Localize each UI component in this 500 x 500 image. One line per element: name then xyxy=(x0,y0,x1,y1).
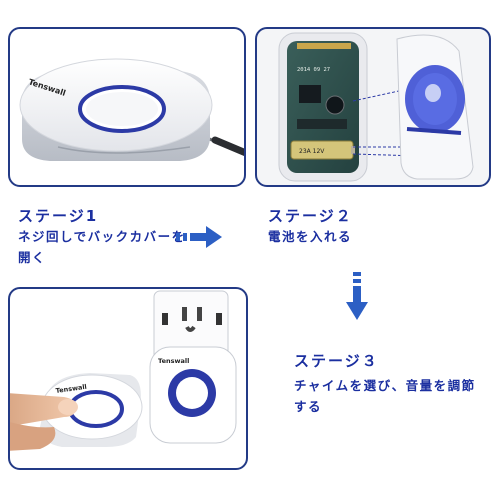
battery-label: 23A 12V xyxy=(299,148,325,155)
arrow-down-icon xyxy=(344,272,370,322)
doorbell-set-illustration: Tenswall Tenswall xyxy=(10,290,237,451)
step1-description: ネジ回しでバックカバーを開く xyxy=(18,229,186,265)
step1-title: ステージ1 xyxy=(18,207,99,225)
step2-description: 電池を入れる xyxy=(268,229,353,244)
step3-photo-panel: Tenswall Tenswall xyxy=(8,287,248,470)
arrow-right-icon xyxy=(176,224,224,250)
push-button-illustration: Tenswall xyxy=(19,58,244,161)
pcb-print: 2014 09 27 xyxy=(297,67,330,73)
open-case-illustration: 2014 09 27 23A 12V xyxy=(278,32,474,182)
step1-photo-panel: Tenswall xyxy=(8,27,246,187)
step2-photo-panel: 2014 09 27 23A 12V xyxy=(255,27,491,187)
step3-title: ステージ３ xyxy=(294,352,379,370)
step2-title: ステージ２ xyxy=(268,207,353,225)
brand-logo-3: Tenswall xyxy=(158,357,189,365)
step3-description: チャイムを選び、音量を調節する xyxy=(294,378,476,414)
